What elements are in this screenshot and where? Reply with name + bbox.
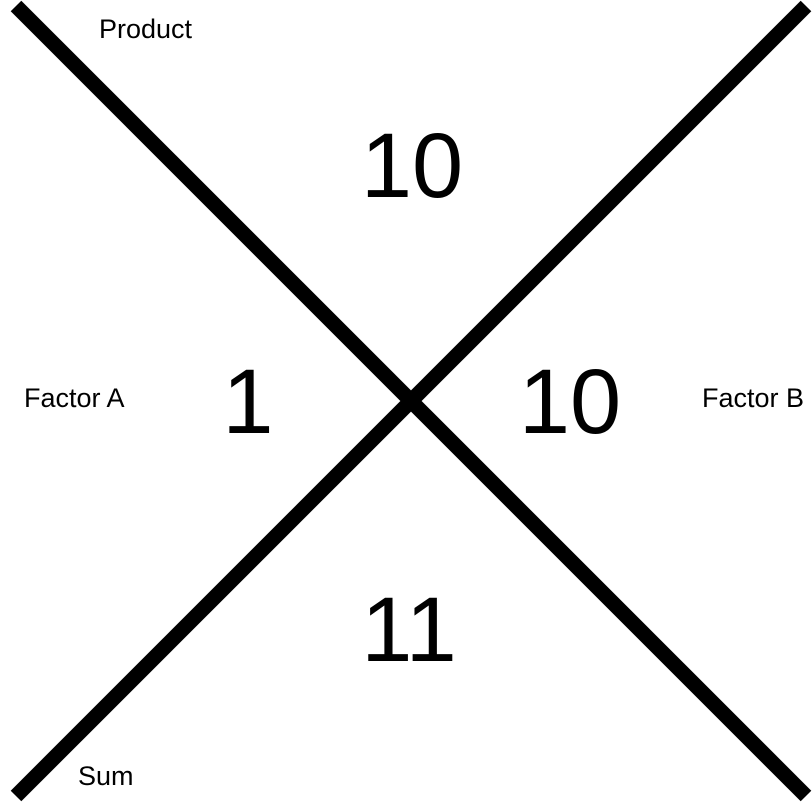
factor-b-label: Factor B	[702, 383, 805, 413]
product-value: 10	[360, 115, 464, 217]
sum-value: 11	[361, 579, 457, 681]
factor-a-label: Factor A	[24, 383, 125, 413]
sum-label: Sum	[78, 761, 134, 791]
product-label: Product	[99, 14, 193, 44]
factor-a-value: 1	[222, 351, 274, 453]
diagonal-line-ascending	[10, 0, 812, 802]
factor-b-value: 10	[518, 351, 622, 453]
